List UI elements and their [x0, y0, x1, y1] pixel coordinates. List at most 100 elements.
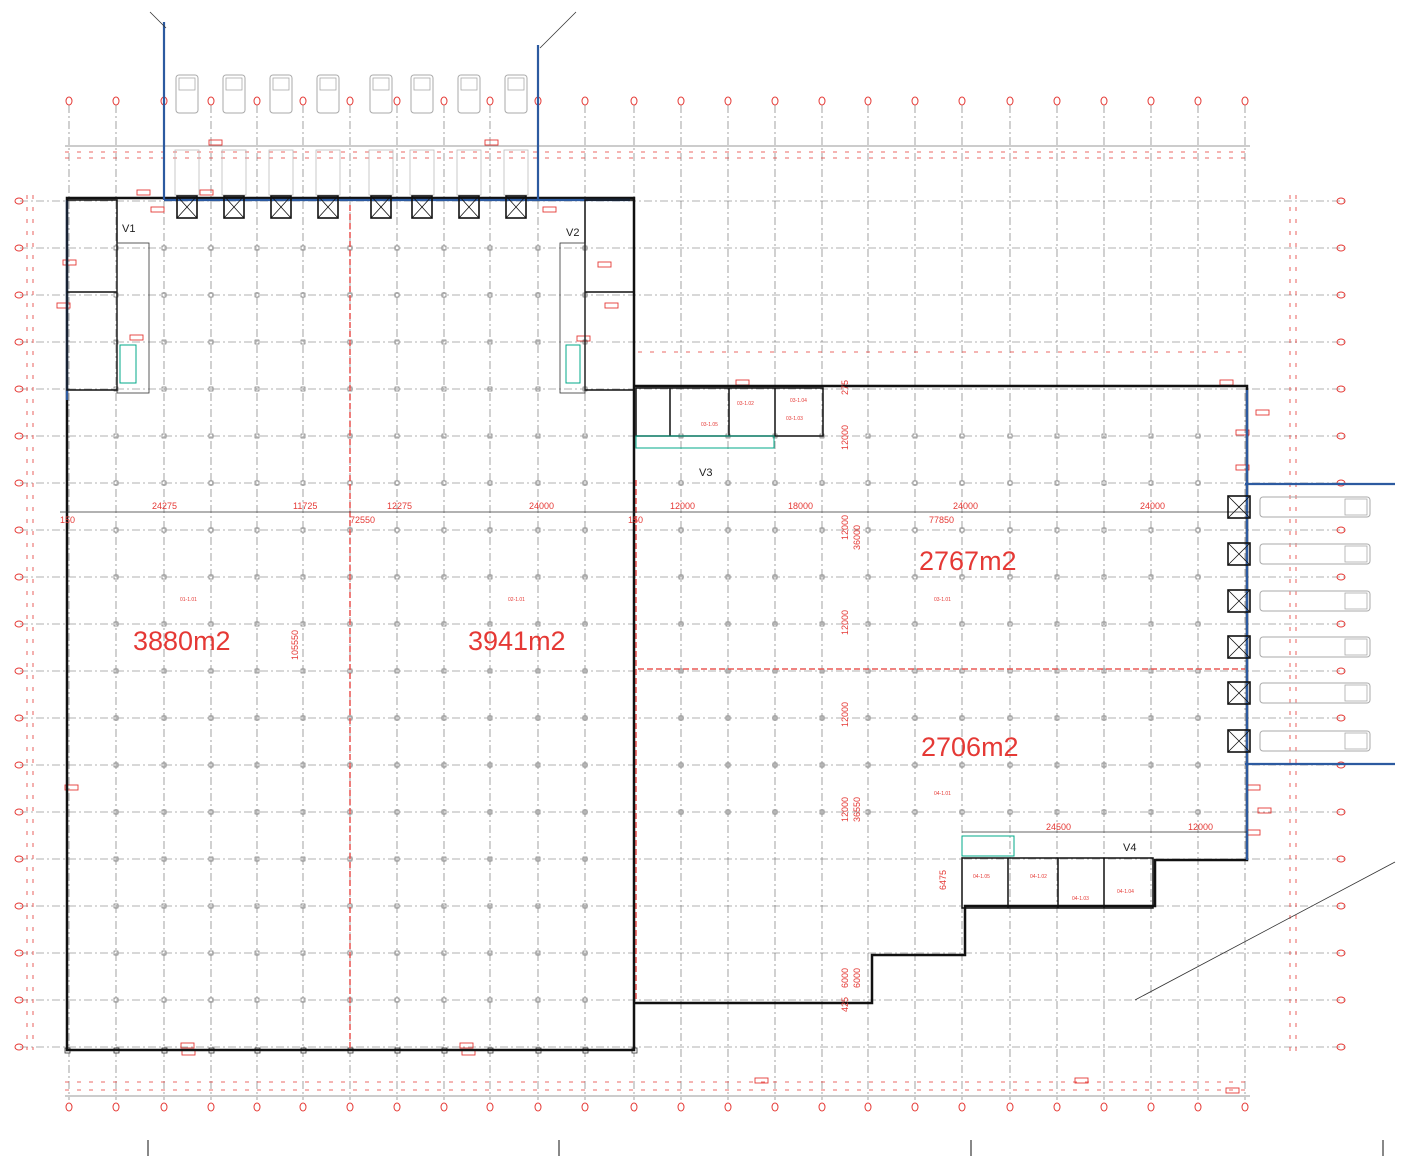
- truck-cab: [372, 77, 390, 91]
- axis-marker-bottom: [1241, 1102, 1249, 1112]
- column: [441, 386, 447, 392]
- axis-marker-top: [864, 96, 872, 106]
- annotation-tag: [604, 302, 619, 309]
- column: [113, 809, 119, 815]
- column: [161, 480, 167, 486]
- column: [865, 433, 871, 439]
- annotation-tag: [129, 334, 144, 341]
- column: [959, 433, 965, 439]
- dock-door: [223, 195, 245, 219]
- column: [535, 997, 541, 1003]
- dim-v-1: 36000: [852, 525, 862, 550]
- axis-marker-bottom: [1053, 1102, 1061, 1112]
- axis-marker-bottom: [486, 1102, 494, 1112]
- column: [1148, 480, 1154, 486]
- column: [1101, 762, 1107, 768]
- column: [394, 903, 400, 909]
- column: [772, 527, 778, 533]
- room-code-hall2: 02-1.01: [508, 597, 525, 603]
- truck-cab: [225, 77, 243, 91]
- room-code-v3-1: 03-1.02: [737, 401, 754, 407]
- axis-marker-left: [14, 855, 24, 863]
- axis-marker-bottom: [1194, 1102, 1202, 1112]
- column: [161, 762, 167, 768]
- dock-door: [1227, 681, 1251, 705]
- column: [254, 527, 260, 533]
- column: [300, 715, 306, 721]
- column: [208, 856, 214, 862]
- axis-marker-right: [1336, 949, 1346, 957]
- axis-marker-right: [1336, 620, 1346, 628]
- column: [725, 621, 731, 627]
- column: [161, 574, 167, 580]
- column: [1007, 527, 1013, 533]
- axis-marker-top: [911, 96, 919, 106]
- column: [208, 480, 214, 486]
- column: [819, 621, 825, 627]
- axis-marker-top: [581, 96, 589, 106]
- truck-outline: [1259, 590, 1371, 612]
- dock-door-diag: [1227, 589, 1251, 613]
- truck-outline: [1259, 682, 1371, 704]
- truck-cab: [178, 77, 196, 91]
- column: [535, 621, 541, 627]
- column: [113, 433, 119, 439]
- dock-door: [1227, 589, 1251, 613]
- annotation-tag: [180, 1042, 195, 1049]
- axis-marker-right: [1336, 573, 1346, 581]
- column: [1007, 762, 1013, 768]
- axis-marker-bottom: [253, 1102, 261, 1112]
- dim-top-3: 24000: [529, 501, 554, 511]
- column: [254, 668, 260, 674]
- axis-marker-top: [207, 96, 215, 106]
- truck-outline: [1259, 543, 1371, 565]
- column: [254, 856, 260, 862]
- column: [1054, 715, 1060, 721]
- column: [1054, 762, 1060, 768]
- column: [254, 574, 260, 580]
- truck-bay: [409, 149, 435, 196]
- dim-top-7: 24000: [1140, 501, 1165, 511]
- column: [208, 433, 214, 439]
- column: [535, 292, 541, 298]
- column: [1148, 762, 1154, 768]
- zone-label-v4: V4: [1123, 842, 1136, 854]
- column: [1054, 574, 1060, 580]
- column: [582, 997, 588, 1003]
- column: [394, 433, 400, 439]
- zone-label-v1: V1: [122, 223, 135, 235]
- dim-top-5: 18000: [788, 501, 813, 511]
- column: [300, 245, 306, 251]
- column: [441, 480, 447, 486]
- column: [394, 762, 400, 768]
- column: [1148, 574, 1154, 580]
- column: [1148, 621, 1154, 627]
- column: [725, 762, 731, 768]
- axis-marker-bottom: [346, 1102, 354, 1112]
- column: [300, 433, 306, 439]
- column: [1195, 762, 1201, 768]
- truck-bay: [268, 149, 294, 196]
- annotation-tag: [576, 335, 591, 342]
- column: [582, 856, 588, 862]
- annotation-tag: [1246, 829, 1261, 836]
- column: [912, 809, 918, 815]
- column: [161, 527, 167, 533]
- column: [208, 715, 214, 721]
- axis-marker-bottom: [112, 1102, 120, 1112]
- column: [394, 339, 400, 345]
- column: [113, 527, 119, 533]
- column: [865, 715, 871, 721]
- annotation-tag: [62, 259, 77, 266]
- column: [487, 856, 493, 862]
- dim-v-4: 12000: [840, 702, 850, 727]
- column: [300, 480, 306, 486]
- column: [678, 527, 684, 533]
- column: [678, 480, 684, 486]
- column: [300, 950, 306, 956]
- column: [300, 386, 306, 392]
- dock-door-diag: [223, 195, 245, 219]
- column: [535, 903, 541, 909]
- truck-outline: [222, 74, 246, 114]
- column: [161, 950, 167, 956]
